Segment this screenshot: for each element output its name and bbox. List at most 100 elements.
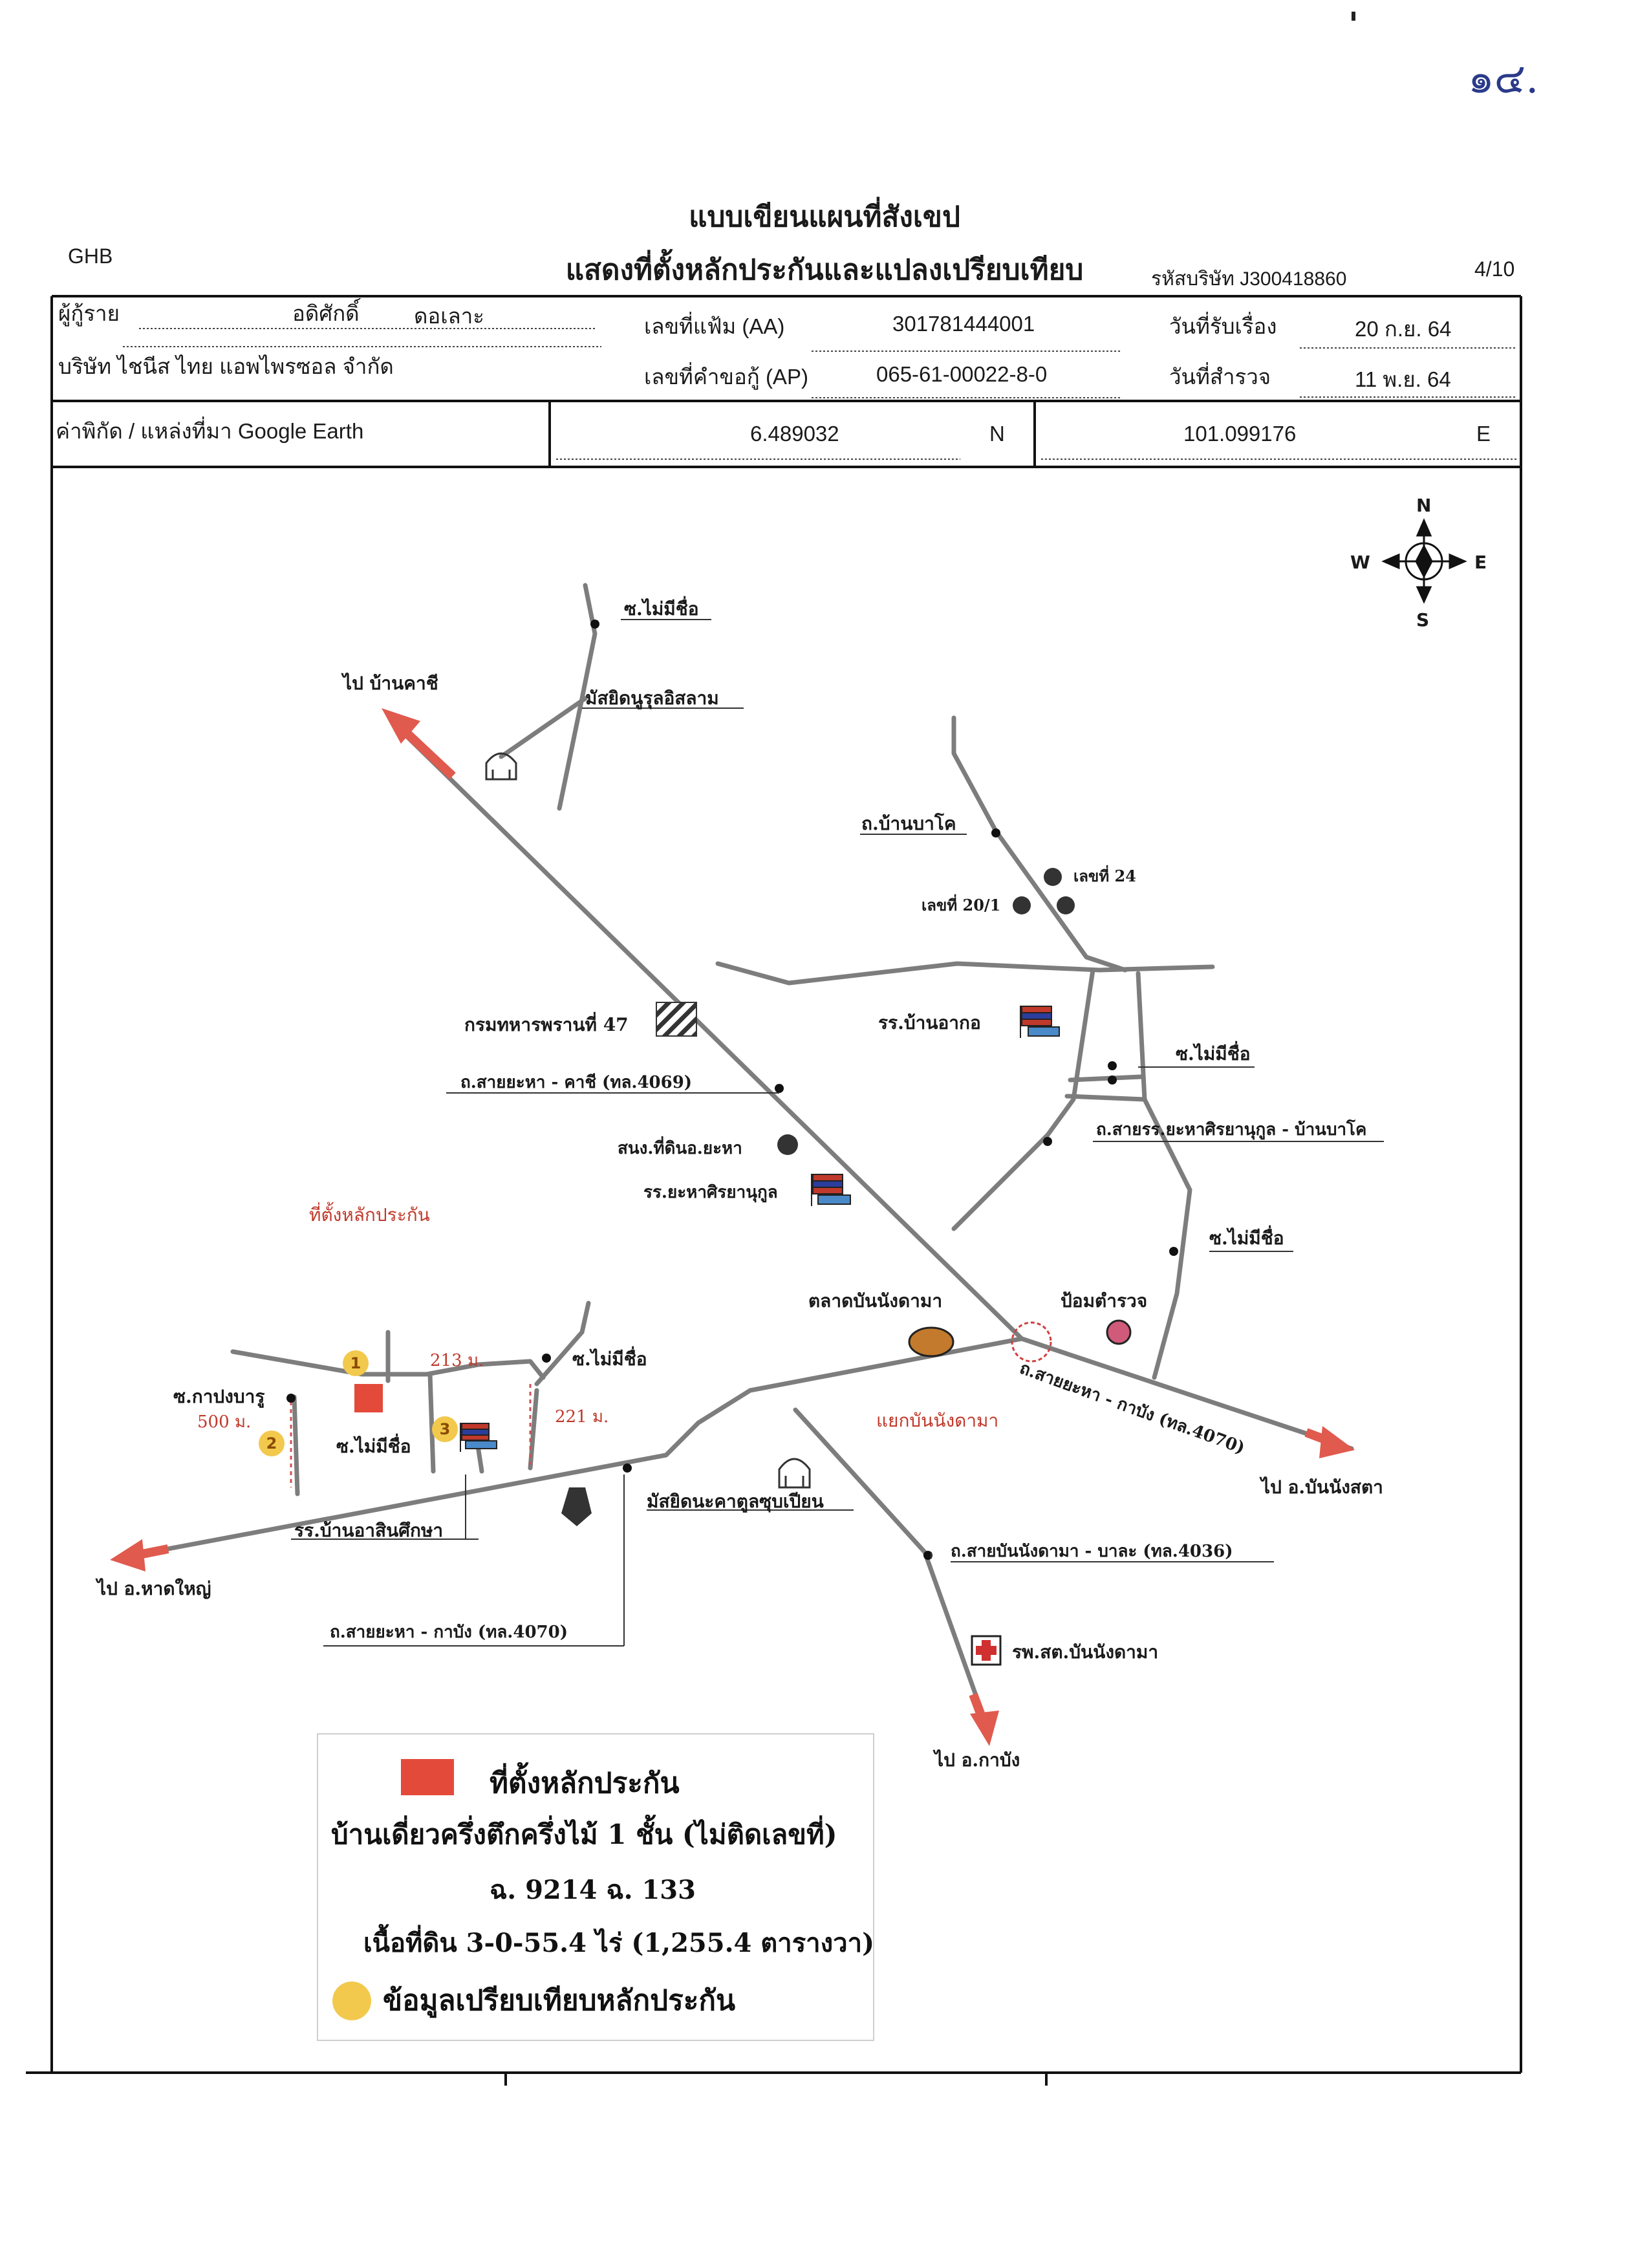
label-house-24: เลขที่ 24 (1073, 867, 1136, 885)
file-no-label: เลขที่แฟ้ม (AA) (644, 314, 785, 338)
label-ban-bako-road: ถ.บ้านบาโค (861, 813, 956, 834)
legend-land-area: เนื้อที่ดิน 3-0-55.4 ไร่ (1,255.4 ตารางว… (363, 1928, 875, 1958)
form-underlines (123, 328, 1516, 460)
label-soi-kapongburu: ซ.กาปงบารู (173, 1386, 265, 1407)
collateral-plot (354, 1384, 383, 1412)
road-east-soi (1136, 971, 1192, 1380)
label-road-4070-west: ถ.สายยะหา - กาบัง (ทล.4070) (330, 1623, 568, 1642)
legend-deed-numbers: ฉ. 9214 ฉ. 133 (490, 1875, 696, 1905)
hospital-icon (971, 1635, 1002, 1666)
borrower-label: ผู้กู้ราย (58, 301, 120, 325)
legend-box: ที่ตั้งหลักประกัน บ้านเดี่ยวครึ่งตึกครึ่… (317, 1733, 874, 2041)
house-icons (1013, 868, 1075, 914)
longitude-direction: E (1476, 422, 1491, 446)
label-ranger-47: กรมทหารพรานที่ 47 (464, 1014, 629, 1035)
label-road-4036: ถ.สายบันนังดามา - บาละ (ทล.4036) (951, 1542, 1233, 1561)
compass-n: N (1416, 495, 1432, 516)
distance-markers (290, 1384, 532, 1487)
label-mosque-kotabu: มัสยิดนะคาตูลซุบเปียน (647, 1491, 824, 1512)
page-count: 4/10 (1474, 257, 1515, 281)
school-flag-icons (460, 1006, 1060, 1452)
legend-comparison-swatch (332, 1982, 371, 2020)
road-cross (715, 961, 1215, 986)
latitude-direction: N (989, 422, 1005, 446)
label-distance-221: 221 ม. (555, 1407, 609, 1427)
label-unnamed-soi-2: ซ.ไม่มีชื่อ (1176, 1043, 1251, 1064)
file-no-value: 301781444001 (892, 312, 1035, 336)
mosque-icons (485, 752, 811, 1489)
label-mosque-nurul: มัสยิดนูรุลอิสลาม (585, 687, 719, 709)
road-4070-west (114, 1336, 1024, 1561)
road-west-soi-4 (427, 1372, 436, 1474)
road-ban-bako (951, 715, 1128, 973)
label-underlines (291, 619, 1384, 1647)
label-market: ตลาดบันนังดามา (808, 1290, 943, 1312)
longitude-value: 101.099176 (1183, 422, 1297, 446)
direction-arrows (110, 708, 1355, 1746)
received-date-label: วันที่รับเรื่อง (1169, 314, 1277, 338)
compass-e: E (1474, 552, 1487, 573)
title-line-1: แบบเขียนแผนที่สังเขป (689, 200, 960, 233)
legend-house-type: บ้านเดี่ยวครึ่งตึกครึ่งไม้ 1 ชั้น (ไม่ติ… (331, 1819, 837, 1850)
latitude-value: 6.489032 (750, 422, 839, 446)
junction-marker (1011, 1321, 1052, 1363)
ranger-camp-symbol (656, 1002, 697, 1037)
page-number: ๑๔. (1468, 55, 1539, 103)
road-nodes (286, 620, 1178, 1560)
borrower-last-name: ดอเลาะ (414, 304, 485, 328)
form-frame (26, 295, 1522, 2086)
road-west-soi-5 (528, 1388, 539, 1471)
road-top-soi-branch (499, 696, 588, 759)
market-icon (908, 1326, 954, 1357)
company-name: บริษัท ไชนีส ไทย แอพไพรซอล จำกัด (58, 354, 394, 378)
label-distance-213: 213 ม. (430, 1351, 484, 1370)
police-icon (1106, 1319, 1132, 1345)
label-unnamed-soi-3: ซ.ไม่มีชื่อ (1209, 1227, 1284, 1249)
coordinate-source: ค่าพิกัด / แหล่งที่มา Google Earth (56, 419, 364, 443)
request-no-label: เลขที่คำขอกู้ (AP) (644, 365, 808, 389)
label-school-ban-akor: รร.บ้านอากอ (878, 1012, 981, 1033)
label-hospital: รพ.สต.บันนังดามา (1012, 1641, 1159, 1663)
road-west-soi-2 (534, 1301, 591, 1387)
comparison-marker-1: 1 (343, 1350, 369, 1376)
borrower-first-name: อดิศักดิ์ (292, 301, 360, 325)
received-date-value: 20 ก.ย. 64 (1355, 317, 1452, 341)
label-distance-500: 500 ม. (197, 1412, 252, 1432)
legend-collateral-title: ที่ตั้งหลักประกัน (490, 1767, 680, 1800)
road-top-soi (557, 583, 598, 811)
label-to-kabang: ไป อ.กาบัง (934, 1749, 1020, 1771)
garuda-icon (561, 1487, 592, 1526)
compass-s: S (1416, 609, 1430, 631)
legend-comparison-title: ข้อมูลเปรียบเทียบหลักประกัน (383, 1984, 736, 2017)
label-unnamed-soi-4: ซ.ไม่มีชื่อ (572, 1348, 647, 1370)
bank-code: GHB (68, 244, 113, 268)
label-school-yaha: รร.ยะหาศิรยานุกูล (643, 1183, 778, 1202)
label-collateral-location: ที่ตั้งหลักประกัน (309, 1204, 430, 1226)
scan-mark (1352, 12, 1355, 21)
label-to-bannang-sata: ไป อ.บันนังสตา (1261, 1476, 1383, 1498)
label-to-ban-kha-si: ไป บ้านคาชี (343, 673, 438, 694)
label-land-office: สนง.ที่ดินอ.ยะหา (618, 1139, 742, 1158)
label-house-20-1: เลขที่ 20/1 (921, 896, 1001, 914)
label-unnamed-soi-top: ซ.ไม่มีชื่อ (624, 598, 699, 620)
road-school-bako (951, 967, 1095, 1231)
road-east-small-2 (1064, 1094, 1147, 1102)
label-unnamed-soi-5: ซ.ไม่มีชื่อ (336, 1436, 411, 1457)
land-office-icon (777, 1134, 798, 1155)
label-junction: แยกบันนังดามา (876, 1410, 999, 1431)
survey-date-value: 11 พ.ย. 64 (1355, 367, 1451, 391)
compass-w: W (1350, 552, 1370, 573)
comparison-marker-2: 2 (259, 1431, 285, 1456)
road-west-soi (230, 1349, 546, 1380)
label-road-school-bako: ถ.สายรร.ยะหาศิรยานุกูล - บ้านบาโค (1096, 1120, 1367, 1139)
legend-collateral-swatch (401, 1759, 454, 1795)
label-police-box: ป้อมตำรวจ (1061, 1290, 1148, 1312)
compass-rose (1381, 518, 1467, 604)
label-school-ban-asin: รร.บ้านอาสินศึกษา (294, 1520, 444, 1541)
company-code: รหัสบริษัท J300418860 (1151, 268, 1347, 290)
label-to-hat-yai: ไป อ.หาดใหญ่ (97, 1578, 211, 1599)
road-west-soi-3 (292, 1394, 300, 1496)
label-road-4069: ถ.สายยะหา - คาชี (ทล.4069) (460, 1073, 693, 1092)
title-line-2: แสดงที่ตั้งหลักประกันและแปลงเปรียบเทียบ (565, 254, 1084, 286)
